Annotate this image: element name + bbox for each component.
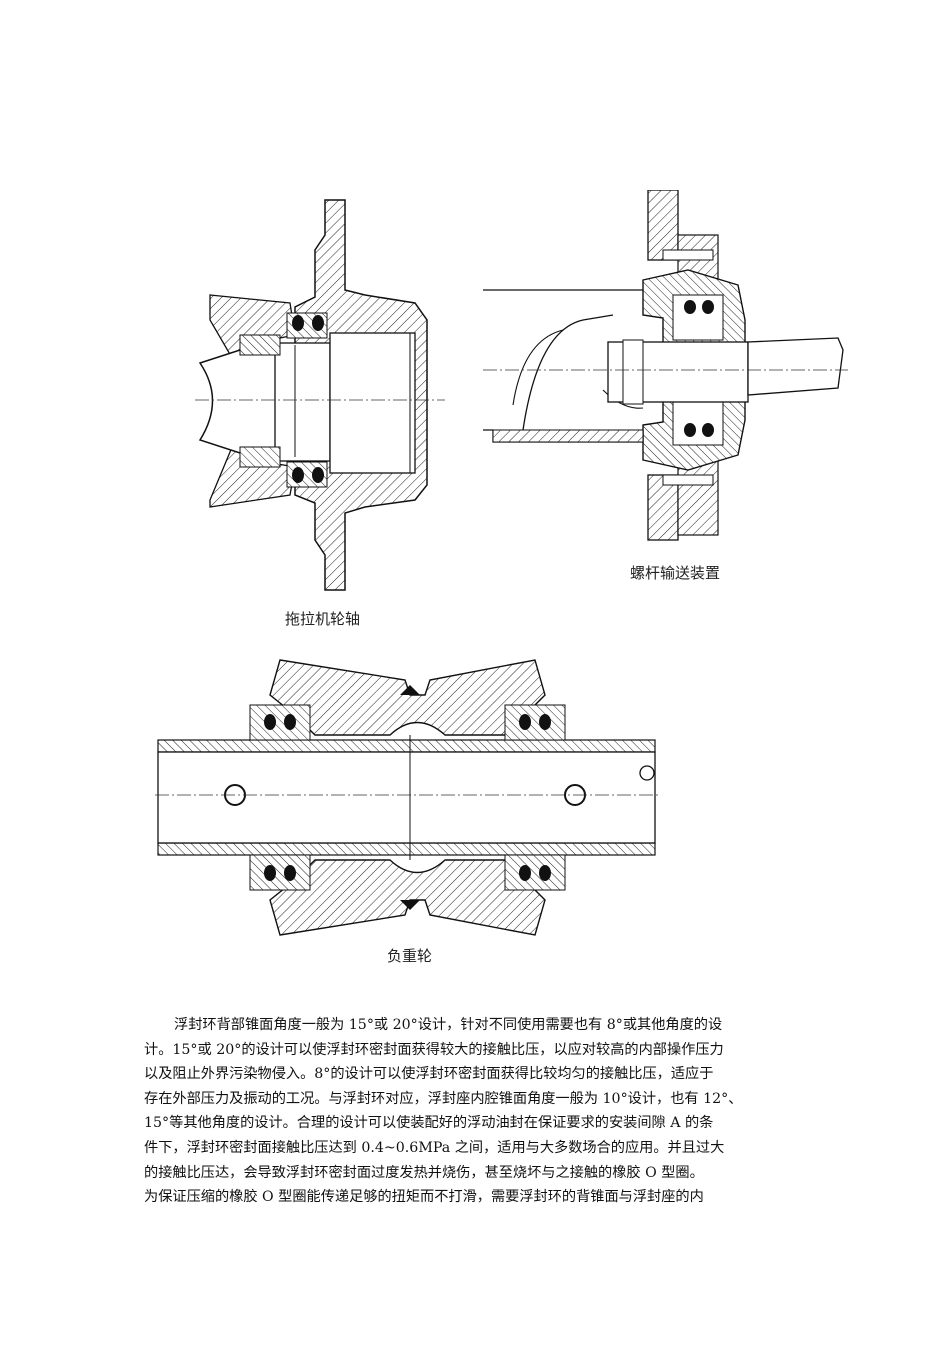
paragraph-line: 的接触比压达，会导致浮封环密封面过度发热并烧伤，甚至烧坏与之接触的橡胶 O 型圈… bbox=[144, 1164, 704, 1181]
roller-caption: 负重轮 bbox=[387, 947, 433, 965]
paragraph-line: 15°等其他角度的设计。合理的设计可以使装配好的浮动油封在保证要求的安装间隙 A… bbox=[144, 1115, 714, 1132]
tractor-axle-caption: 拖拉机轮轴 bbox=[285, 610, 361, 628]
screw-conveyor-figure bbox=[483, 190, 848, 545]
tractor-axle-figure bbox=[195, 195, 445, 595]
paragraph-line: 浮封环背部锥面角度一般为 15°或 20°设计，针对不同使用需要也有 8°或其他… bbox=[174, 1017, 723, 1033]
tractor-axle-section-drawing bbox=[195, 199, 445, 591]
paragraph-line: 以及阻止外界污染物侵入。8°的设计可以使浮封环密封面获得比较均匀的接触比压，适应… bbox=[144, 1066, 714, 1083]
paragraph-line: 件下，浮封环密封面接触比压达到 0.4~0.6MPa 之间，适用与大多数场合的应… bbox=[144, 1139, 725, 1156]
track-roller-section-drawing bbox=[155, 659, 660, 936]
roller-figure bbox=[155, 655, 660, 940]
paragraph-line: 为保证压缩的橡胶 O 型圈能传递足够的扭矩而不打滑，需要浮封环的背锥面与浮封座的… bbox=[144, 1189, 704, 1206]
body-paragraph: 浮封环背部锥面角度一般为 15°或 20°设计，针对不同使用需要也有 8°或其他… bbox=[144, 1013, 808, 1210]
paragraph-line: 计。15°或 20°的设计可以使浮封环密封面获得较大的接触比压，以应对较高的内部… bbox=[144, 1041, 724, 1058]
paragraph-line: 存在外部压力及振动的工况。与浮封环对应，浮封座内腔锥面角度一般为 10°设计，也… bbox=[144, 1090, 743, 1107]
screw-conveyor-caption: 螺杆输送装置 bbox=[630, 564, 721, 582]
screw-conveyor-section-drawing bbox=[483, 190, 848, 541]
